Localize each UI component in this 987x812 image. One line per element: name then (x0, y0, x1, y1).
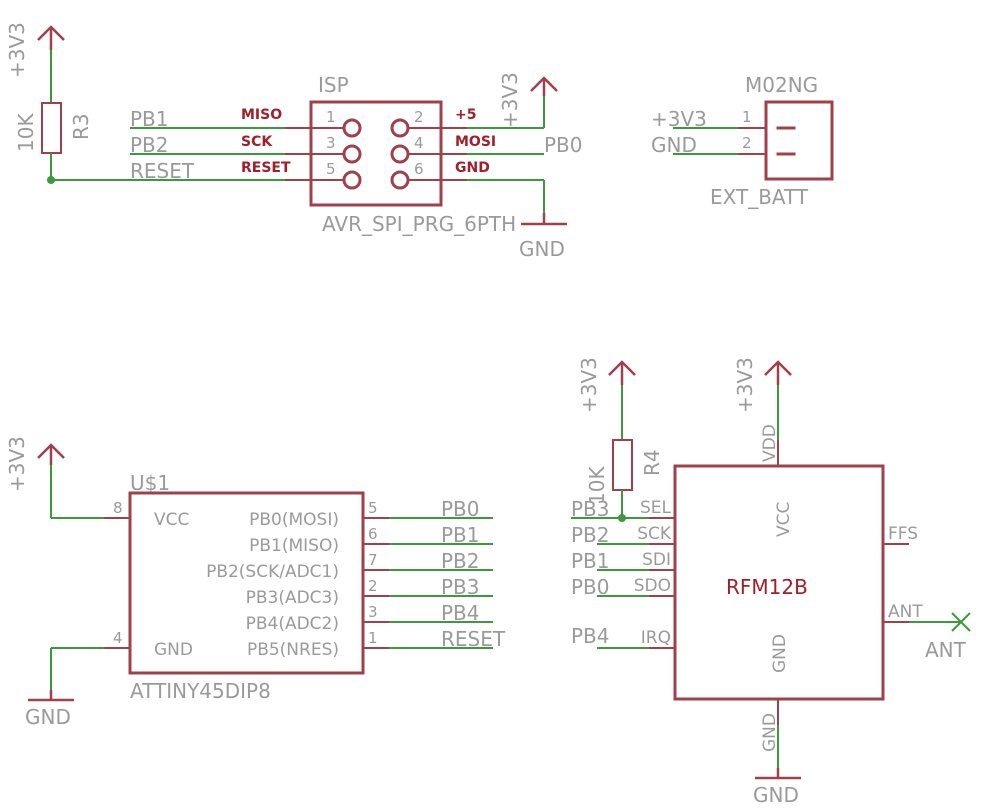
batt-name-label: M02NG (745, 73, 818, 97)
r4-resistor-group: +3V3 R4 10K (577, 357, 664, 522)
v33-label: +3V3 (5, 22, 29, 78)
isp-pin-num: 2 (414, 108, 424, 126)
r3-value-label: 10K (14, 113, 38, 152)
isp-connector: ISP 1 3 5 2 4 6 MISO SCK RESET +5 MOSI G… (241, 73, 516, 236)
attiny-net-label: PB0 (441, 497, 480, 521)
batt-pin-num: 2 (742, 134, 752, 152)
attiny-net-label: PB4 (441, 601, 480, 625)
v33-label: +3V3 (733, 357, 757, 413)
battery-connector: M02NG 1 2 +3V3 GND EXT_BATT (651, 73, 834, 209)
r4-value-label: 10K (585, 466, 609, 505)
attiny45-chip: U$1 +3V3 8 VCC GND 4 GND (5, 436, 506, 729)
isp-pin-num: 1 (326, 108, 336, 126)
attiny-pin-num: 3 (368, 603, 378, 621)
gnd-label: GND (25, 705, 71, 729)
gnd-label: GND (753, 783, 799, 807)
rfm-pin-ffs: FFS (888, 524, 918, 544)
rfm-pin-irq: IRQ (641, 628, 671, 648)
rfm-value-label: RFM12B (726, 575, 808, 599)
rfm12b-module: +3V3 VDD VCC SEL SCK SDI SDO IRQ PB3 PB2… (571, 357, 971, 807)
isp-pad-1 (342, 118, 362, 138)
isp-sck-label: SCK (241, 134, 273, 150)
isp-pin-num: 3 (326, 134, 336, 152)
rfm-gnd-inner-label: GND (770, 634, 790, 673)
attiny-pin-name: PB1(MISO) (249, 536, 339, 556)
v33-label: +3V3 (498, 72, 522, 128)
isp-right-nets: +3V3 PB0 GND (467, 72, 583, 261)
batt-net-gnd: GND (651, 133, 697, 157)
attiny-pin-num: 8 (113, 499, 123, 517)
rfm-pin-sdi: SDI (642, 550, 671, 570)
batt-net-v33: +3V3 (651, 107, 707, 131)
isp-pad-3 (342, 144, 362, 164)
attiny-pin-num: 5 (368, 499, 378, 517)
attiny-pin-num: 2 (368, 577, 378, 595)
attiny-pin-name: PB5(NRES) (247, 640, 339, 660)
attiny-pin-name: PB3(ADC3) (246, 588, 339, 608)
isp-pad-5 (342, 170, 362, 190)
rfm-gnd-pin-label: GND (760, 713, 780, 752)
isp-plus5-label: +5 (455, 107, 476, 123)
rfm-net-label: PB1 (571, 549, 610, 573)
net-label-pb0: PB0 (544, 133, 583, 157)
attiny-body (128, 491, 365, 675)
attiny-pin-num: 7 (368, 551, 378, 569)
rfm-vcc-label: VCC (774, 502, 794, 537)
attiny-pin-num: 1 (368, 629, 378, 647)
r3-name-label: R3 (69, 113, 93, 140)
rfm-pin-sdo: SDO (634, 576, 671, 596)
net-label-pb1: PB1 (130, 107, 169, 131)
net-label-reset: RESET (130, 159, 195, 183)
attiny-value-label: ATTINY45DIP8 (130, 679, 271, 703)
rfm-vdd-label: VDD (760, 424, 780, 462)
rfm-pin-sel: SEL (640, 498, 672, 518)
r3-body (41, 102, 62, 154)
r3-resistor-group: +3V3 R3 10K (5, 22, 93, 184)
attiny-right-pins: 5 6 7 2 3 1 PB0(MOSI) PB1(MISO) PB2(SCK/… (206, 497, 506, 660)
isp-pad-4 (390, 144, 410, 164)
rfm-ant-net-label: ANT (925, 638, 967, 662)
r4-name-label: R4 (640, 449, 664, 476)
isp-pad-6 (390, 170, 410, 190)
attiny-pin-gnd: GND (154, 640, 193, 660)
isp-mosi-label: MOSI (455, 134, 496, 150)
batt-body (764, 100, 834, 181)
rfm-pin-sck: SCK (637, 524, 672, 544)
isp-reset-label: RESET (241, 160, 291, 176)
net-label-pb2: PB2 (130, 133, 169, 157)
attiny-pin-num: 4 (113, 629, 123, 647)
rfm-pin-ant: ANT (888, 602, 923, 622)
isp-pin-num: 4 (414, 134, 424, 152)
isp-pin-num: 6 (414, 160, 424, 178)
attiny-pin-name: PB0(MOSI) (249, 510, 339, 530)
attiny-name-label: U$1 (130, 471, 170, 495)
rfm-net-label: PB0 (571, 575, 610, 599)
isp-gnd-label: GND (455, 160, 490, 176)
attiny-pin-name: PB2(SCK/ADC1) (206, 562, 339, 582)
isp-pin-num: 5 (326, 160, 336, 178)
isp-left-nets: PB1 PB2 RESET (51, 107, 285, 183)
attiny-pin-vcc: VCC (154, 510, 189, 530)
rfm-net-label: PB4 (571, 624, 610, 648)
rfm-net-label: PB2 (571, 523, 610, 547)
v33-label: +3V3 (5, 436, 29, 492)
attiny-net-label: PB3 (441, 575, 480, 599)
attiny-net-label: RESET (441, 627, 506, 651)
v33-label: +3V3 (577, 357, 601, 413)
isp-value-label: AVR_SPI_PRG_6PTH (322, 212, 516, 236)
attiny-net-label: PB2 (441, 549, 480, 573)
rfm-net-label: PB3 (571, 497, 610, 521)
attiny-net-label: PB1 (441, 523, 480, 547)
v33-arrow-icon (530, 76, 558, 92)
isp-miso-label: MISO (241, 107, 282, 123)
r4-body (612, 439, 633, 491)
batt-pin-num: 1 (742, 108, 752, 126)
attiny-pin-name: PB4(ADC2) (246, 614, 339, 634)
attiny-pin-num: 6 (368, 525, 378, 543)
isp-name-label: ISP (318, 73, 349, 97)
isp-pad-2 (390, 118, 410, 138)
batt-value-label: EXT_BATT (710, 185, 809, 209)
gnd-label: GND (519, 237, 565, 261)
